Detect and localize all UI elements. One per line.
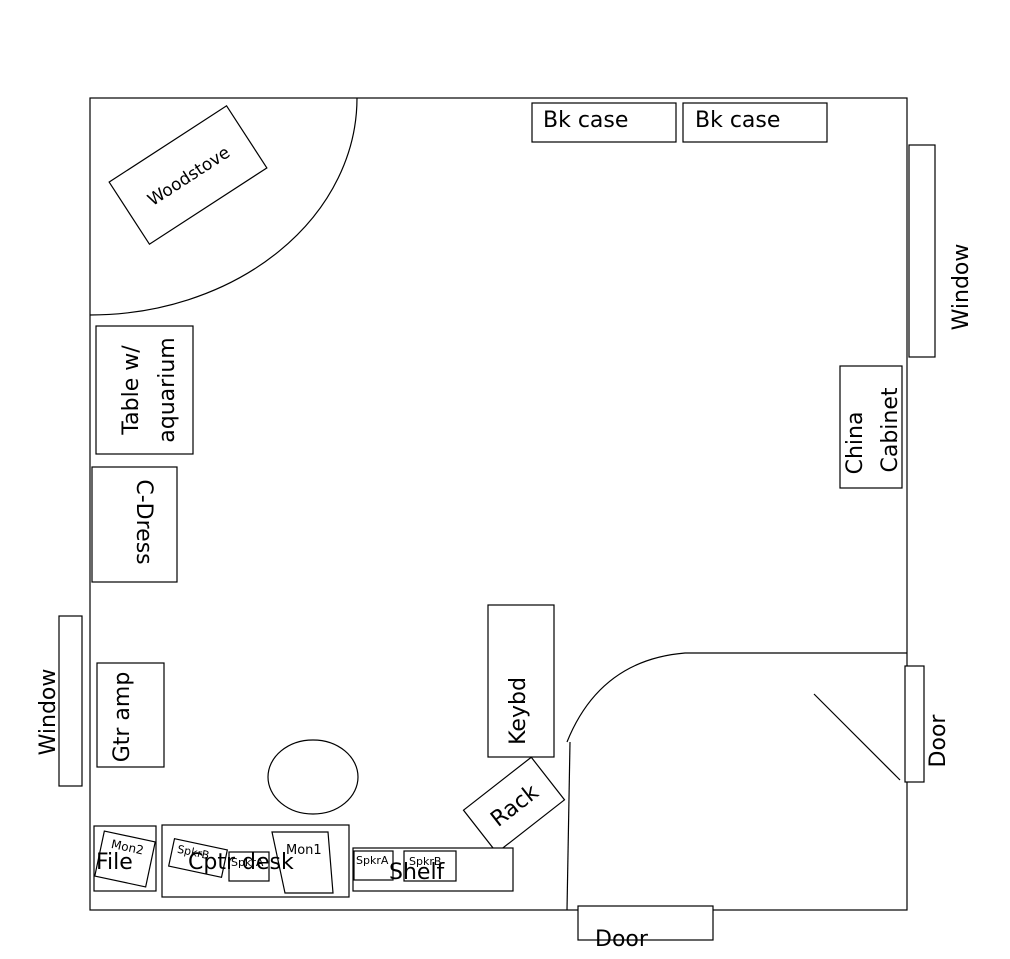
speaker-b-shelf-shape xyxy=(403,850,457,882)
monitor-1-shape xyxy=(271,831,334,894)
door-bottom-label: Door xyxy=(595,927,649,952)
window-left-shape xyxy=(58,615,83,787)
file-cabinet xyxy=(93,825,157,892)
bookcase-2-label: Bk case xyxy=(695,108,780,133)
window-right-label: Window xyxy=(949,244,974,331)
window-left-label: Window xyxy=(36,669,61,756)
door-right-shape xyxy=(904,665,925,783)
china-cabinet-label-line1: China xyxy=(843,412,868,475)
speaker-a-shelf-shape xyxy=(353,850,394,881)
door-bottom-shape xyxy=(577,905,714,941)
c-dress-shape xyxy=(91,466,178,583)
file-cabinet-label: File xyxy=(96,850,133,875)
file-cabinet-shape xyxy=(93,825,157,892)
guitar-amp: Gtr amp xyxy=(96,662,165,768)
speaker-a-shelf-label: SpkrA xyxy=(356,854,389,867)
table-aquarium-label-line1: Table w/ xyxy=(119,345,144,436)
china-cabinet-shape xyxy=(839,365,903,489)
door-right: Door xyxy=(904,665,951,783)
computer-desk xyxy=(161,824,350,898)
speaker-a-desk-shape xyxy=(228,851,270,882)
monitor-2: Mon2 xyxy=(94,830,156,888)
guitar-amp-label: Gtr amp xyxy=(110,672,135,763)
round-table xyxy=(267,739,359,815)
window-left: Window xyxy=(36,615,83,787)
door-right-label: Door xyxy=(926,714,951,768)
speaker-a-shelf: SpkrA xyxy=(353,850,394,881)
monitor-2-shape xyxy=(94,830,156,888)
table-aquarium-label-line2: aquarium xyxy=(155,337,180,442)
speaker-a-desk-label: SpkrA xyxy=(231,856,264,869)
monitor-2-label: Mon2 xyxy=(110,837,145,858)
speaker-a-desk: SpkrA xyxy=(228,851,270,882)
woodstove-clearance-arc xyxy=(89,97,358,316)
table-aquarium: Table w/ aquarium xyxy=(95,325,194,455)
monitor-1-label: Mon1 xyxy=(286,843,322,858)
bookcase-2: Bk case xyxy=(682,102,828,143)
door-bottom: Door xyxy=(577,905,714,952)
c-dress-label: C-Dress xyxy=(131,479,156,564)
monitor-1: Mon1 xyxy=(271,831,334,894)
table-aquarium-shape xyxy=(95,325,194,455)
speaker-b-desk-shape xyxy=(167,837,229,879)
woodstove-shape xyxy=(108,105,268,245)
speaker-b-shelf-label: SpkrB xyxy=(409,855,441,868)
window-right: Window xyxy=(908,144,974,358)
china-cabinet-label-line2: Cabinet xyxy=(878,387,903,472)
keyboard: Keybd xyxy=(487,604,555,758)
door-swing-arc xyxy=(566,652,907,743)
woodstove: Woodstove xyxy=(108,105,268,245)
room-outline xyxy=(89,97,908,911)
shelf xyxy=(352,847,514,892)
shelf-label: Shelf xyxy=(389,860,446,885)
bookcase-1-label: Bk case xyxy=(543,108,628,133)
rack-shape xyxy=(462,756,566,854)
bookcase-2-shape xyxy=(682,102,828,143)
keyboard-label: Keybd xyxy=(506,677,531,745)
china-cabinet: China Cabinet xyxy=(839,365,903,489)
speaker-b-shelf: SpkrB xyxy=(403,850,457,882)
door-area-left-edge xyxy=(566,741,571,911)
bookcase-1-shape xyxy=(531,102,677,143)
keyboard-shape xyxy=(487,604,555,758)
c-dress: C-Dress xyxy=(91,466,178,583)
door-leaf-line xyxy=(813,693,901,781)
guitar-amp-shape xyxy=(96,662,165,768)
bookcase-1: Bk case xyxy=(531,102,677,143)
window-right-shape xyxy=(908,144,936,358)
rack: Rack xyxy=(462,756,566,854)
